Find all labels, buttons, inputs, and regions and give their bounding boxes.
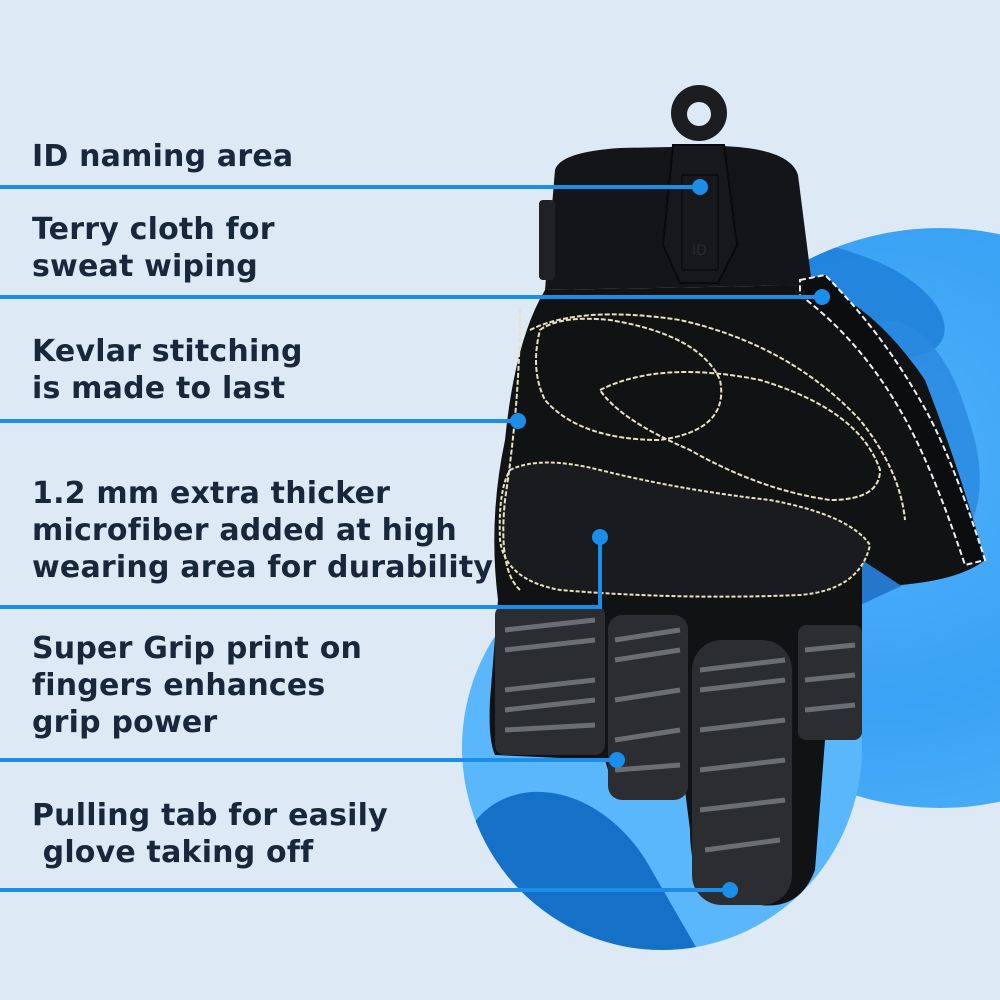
finger-grip-print [495,605,862,905]
palm-stitching [502,309,906,591]
callout-dot-terry-cloth [814,289,830,305]
callout-line-super-grip [0,758,617,762]
palm-microfiber-pad [498,461,872,598]
feature-label-id-naming: ID naming area [32,139,294,174]
feature-label-pulling-tab: Pulling tab for easily glove taking off [32,798,388,870]
id-tab: ID [661,144,739,284]
id-tab-marking: ID [692,243,707,259]
callout-line-kevlar [0,419,518,423]
feature-label-super-grip: Super Grip print on fingers enhances gri… [32,631,363,740]
feature-label-kevlar: Kevlar stitching is made to last [32,334,303,406]
callout-line-pulling-tab [0,888,730,892]
callout-dot-microfiber [592,529,608,545]
hanging-loop [671,85,727,141]
callout-dot-kevlar [510,413,526,429]
callout-line-terry-cloth [0,295,822,299]
velcro-strap [539,200,555,280]
feature-label-terry-cloth: Terry cloth for sweat wiping [32,212,275,284]
callout-dot-super-grip [609,752,625,768]
callout-dot-pulling-tab [722,882,738,898]
callout-dot-id-naming [692,179,708,195]
callout-line-microfiber [0,605,602,609]
callout-stem-microfiber [598,537,602,609]
callout-line-id-naming [0,185,700,189]
feature-label-microfiber: 1.2 mm extra thicker microfiber added at… [32,476,494,585]
